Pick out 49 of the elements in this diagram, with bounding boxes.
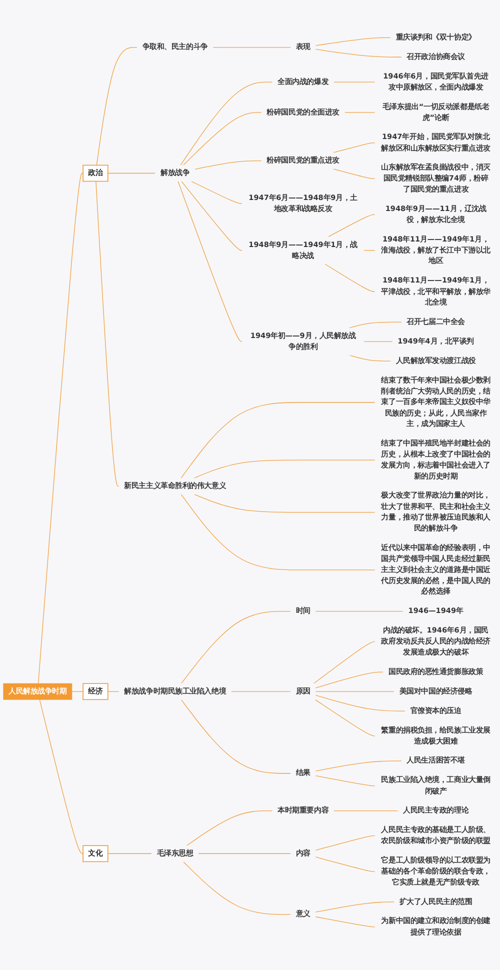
- connector: [180, 699, 291, 774]
- connector: [315, 760, 402, 772]
- connector: [315, 48, 402, 58]
- connector: [212, 47, 291, 48]
- connector: [315, 835, 376, 851]
- connector: [332, 168, 376, 180]
- connector: [364, 341, 393, 342]
- connector: [315, 775, 376, 786]
- connector: [181, 180, 243, 251]
- connector: [180, 494, 376, 570]
- connector: [313, 641, 376, 684]
- connector: [315, 902, 395, 912]
- connector: [198, 853, 291, 854]
- connector: [182, 112, 262, 166]
- connector: [324, 264, 376, 292]
- connector: [315, 672, 384, 688]
- connector: [191, 180, 243, 204]
- connector: [348, 354, 391, 362]
- connector: [315, 856, 376, 872]
- connector: [194, 160, 262, 170]
- connector: [315, 694, 406, 712]
- connector: [314, 699, 376, 736]
- connector: [108, 172, 156, 174]
- connector: [72, 691, 84, 692]
- connector: [108, 853, 152, 854]
- connector: [182, 861, 291, 915]
- connector: [180, 402, 376, 478]
- connector: [180, 82, 273, 166]
- connector: [178, 180, 243, 342]
- connector: [39, 699, 84, 854]
- connector: [315, 610, 404, 612]
- connector: [315, 691, 395, 692]
- connector: [180, 610, 291, 684]
- connector: [348, 322, 402, 328]
- connector: [344, 112, 376, 113]
- connector: [315, 37, 391, 46]
- connector: [96, 47, 138, 166]
- connector: [38, 172, 84, 684]
- connector: [108, 691, 120, 692]
- connector: [332, 142, 376, 154]
- connector: [230, 691, 291, 692]
- connector: [333, 810, 398, 812]
- connector: [186, 810, 273, 846]
- connector: [315, 916, 376, 928]
- connector: [364, 250, 376, 251]
- connector: [96, 180, 120, 486]
- connector: [328, 214, 376, 238]
- connector: [194, 460, 376, 478]
- connector: [194, 494, 376, 513]
